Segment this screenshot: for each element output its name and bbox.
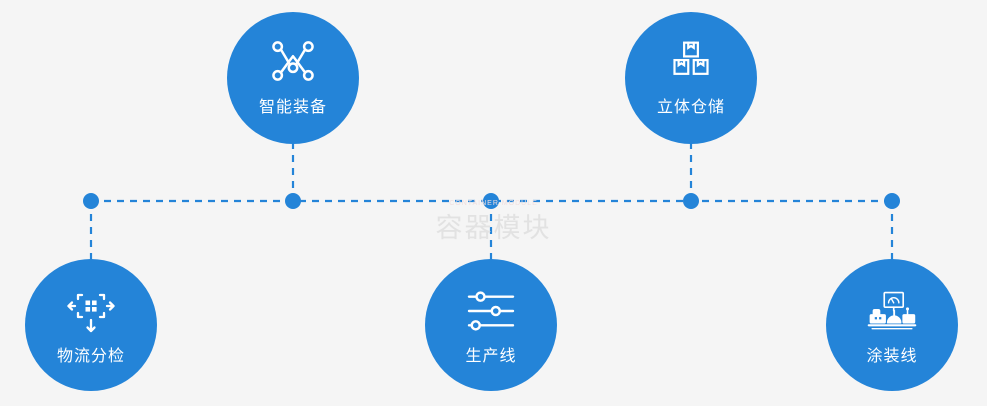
watermark-text: 容器模块 bbox=[435, 213, 552, 243]
stacked-boxes-icon bbox=[668, 38, 714, 84]
sorting-arrows-icon bbox=[66, 287, 116, 335]
network-nodes-icon bbox=[270, 38, 316, 84]
node-vertical-warehouse[interactable]: 立体仓储 bbox=[625, 12, 757, 144]
node-label-logistics-sorting: 物流分检 bbox=[56, 348, 125, 365]
node-painting-line[interactable]: 涂装线 bbox=[826, 259, 958, 391]
node-label-painting-line: 涂装线 bbox=[866, 348, 918, 365]
node-label-smart-equipment: 智能装备 bbox=[258, 99, 327, 116]
factory-workstation-icon bbox=[867, 287, 917, 335]
node-logistics-sorting[interactable]: 物流分检 bbox=[25, 259, 157, 391]
node-label-vertical-warehouse: 立体仓储 bbox=[656, 99, 725, 116]
sliders-icon bbox=[466, 287, 516, 335]
node-smart-equipment[interactable]: 智能装备 bbox=[227, 12, 359, 144]
node-production-line[interactable]: 生产线 bbox=[425, 259, 557, 391]
node-label-production-line: 生产线 bbox=[465, 348, 517, 365]
watermark-subtext: CONTAINER MODULE bbox=[449, 200, 538, 207]
